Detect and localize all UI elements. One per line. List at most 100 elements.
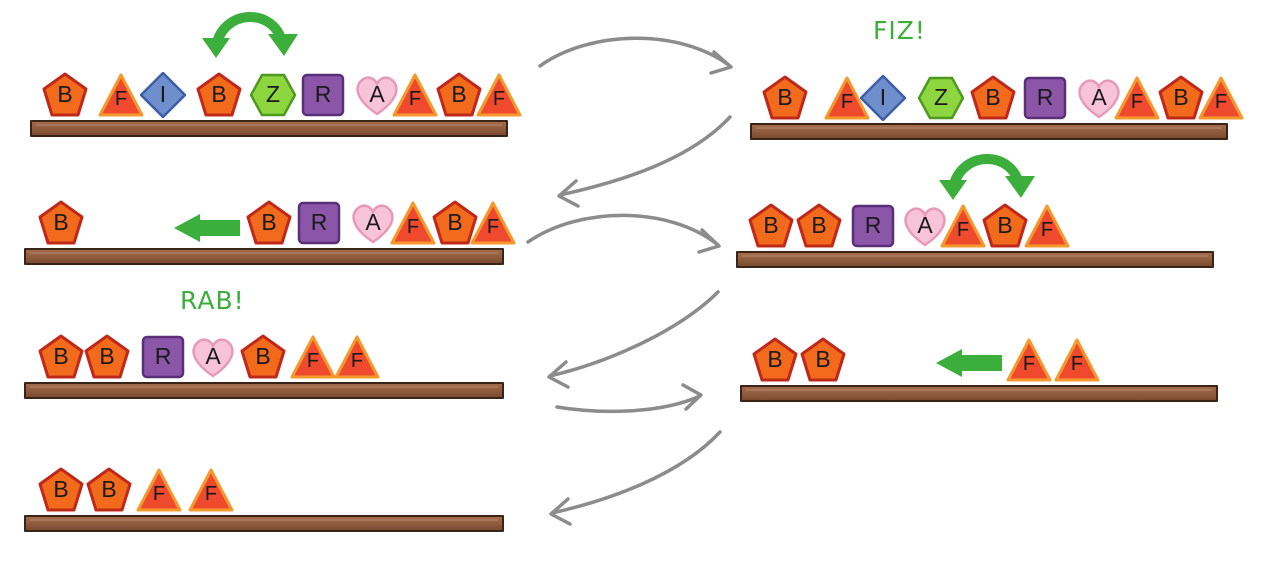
hexagon-icon bbox=[250, 73, 296, 117]
token-s2-1-f: F bbox=[824, 75, 870, 121]
token-letter: B bbox=[101, 476, 117, 502]
token-letter: B bbox=[815, 346, 831, 372]
token-letter: A bbox=[917, 212, 933, 238]
token-s4-2-r: R bbox=[850, 203, 896, 249]
pentagon-icon bbox=[1158, 75, 1204, 120]
token-s3-2-r: R bbox=[296, 200, 342, 246]
pentagon-icon bbox=[240, 334, 286, 379]
token-s3-1-b: B bbox=[246, 200, 292, 246]
token-s3-6-f: F bbox=[470, 200, 516, 246]
token-s5-3-a: A bbox=[190, 334, 236, 380]
token-s3-5-b: B bbox=[432, 200, 478, 246]
token-s1-8-b: B bbox=[436, 72, 482, 118]
square-icon bbox=[301, 73, 345, 117]
token-s4-3-a: A bbox=[902, 203, 948, 249]
heart-icon bbox=[356, 76, 398, 116]
pentagon-icon bbox=[246, 200, 292, 245]
token-s1-5-r: R bbox=[300, 72, 346, 118]
slide-left-arrow-2 bbox=[936, 349, 1002, 377]
token-letter: Z bbox=[933, 84, 949, 110]
triangle-icon bbox=[188, 468, 234, 512]
pentagon-icon bbox=[436, 72, 482, 117]
token-s1-0-b: B bbox=[42, 72, 88, 118]
heart-icon bbox=[192, 338, 234, 378]
token-s7-0-b: B bbox=[38, 467, 84, 513]
token-letter: B bbox=[447, 209, 463, 235]
token-letter: F bbox=[350, 350, 364, 372]
hexagon-icon bbox=[918, 76, 964, 120]
token-s5-4-b: B bbox=[240, 334, 286, 380]
shelf-7 bbox=[24, 515, 504, 532]
square-icon bbox=[141, 335, 185, 379]
token-s2-5-r: R bbox=[1022, 75, 1068, 121]
token-letter: B bbox=[777, 84, 793, 110]
token-letter: F bbox=[840, 91, 854, 113]
square-icon bbox=[297, 201, 341, 245]
token-s5-1-b: B bbox=[84, 334, 130, 380]
token-letter: B bbox=[53, 476, 69, 502]
shelf-6 bbox=[740, 385, 1218, 402]
token-s2-3-z: Z bbox=[918, 75, 964, 121]
token-s5-6-f: F bbox=[334, 334, 380, 380]
triangle-icon bbox=[1024, 204, 1070, 248]
pentagon-icon bbox=[982, 203, 1028, 248]
token-s2-0-b: B bbox=[762, 75, 808, 121]
token-s1-4-z: Z bbox=[250, 72, 296, 118]
pentagon-icon bbox=[38, 467, 84, 512]
token-s1-6-a: A bbox=[354, 72, 400, 118]
heart-icon bbox=[1078, 79, 1120, 119]
shelf-1 bbox=[30, 120, 508, 137]
flow-arrow-6-to-7 bbox=[549, 430, 722, 526]
token-s5-5-f: F bbox=[290, 334, 336, 380]
token-s4-0-b: B bbox=[748, 203, 794, 249]
token-s5-0-b: B bbox=[38, 334, 84, 380]
pentagon-icon bbox=[800, 337, 846, 382]
pentagon-icon bbox=[86, 467, 132, 512]
pentagon-icon bbox=[762, 75, 808, 120]
shelf-3 bbox=[24, 248, 504, 265]
token-letter: F bbox=[306, 350, 320, 372]
triangle-icon bbox=[334, 335, 380, 379]
pentagon-icon bbox=[970, 75, 1016, 120]
token-letter: B bbox=[763, 212, 779, 238]
token-letter: F bbox=[408, 88, 422, 110]
token-letter: B bbox=[99, 343, 115, 369]
token-s6-1-b: B bbox=[800, 337, 846, 383]
token-s6-0-b: B bbox=[752, 337, 798, 383]
rab-label: RAB! bbox=[180, 286, 245, 315]
token-letter: F bbox=[1040, 219, 1054, 241]
token-s3-4-f: F bbox=[390, 200, 436, 246]
token-s3-3-a: A bbox=[350, 200, 396, 246]
token-s6-3-f: F bbox=[1054, 337, 1100, 383]
token-s2-9-f: F bbox=[1198, 75, 1244, 121]
triangle-icon bbox=[392, 73, 438, 117]
token-s1-2-i: I bbox=[140, 72, 186, 118]
token-letter: F bbox=[486, 216, 500, 238]
token-s1-9-f: F bbox=[476, 72, 522, 118]
token-letter: A bbox=[1091, 84, 1107, 110]
swap-arrow-1 bbox=[202, 12, 298, 58]
token-letter: A bbox=[369, 81, 385, 107]
slide-left-arrow-1 bbox=[174, 214, 240, 242]
token-letter: B bbox=[451, 81, 467, 107]
token-letter: F bbox=[1022, 353, 1036, 375]
token-letter: R bbox=[314, 81, 332, 107]
token-letter: B bbox=[57, 81, 73, 107]
token-s6-2-f: F bbox=[1006, 337, 1052, 383]
token-letter: F bbox=[492, 88, 506, 110]
flow-arrow-2-to-3 bbox=[557, 115, 732, 208]
token-s4-1-b: B bbox=[796, 203, 842, 249]
token-s1-1-f: F bbox=[98, 72, 144, 118]
flow-arrow-1-to-2 bbox=[538, 36, 733, 75]
token-letter: I bbox=[159, 81, 167, 107]
token-letter: B bbox=[985, 84, 1001, 110]
token-letter: B bbox=[261, 209, 277, 235]
token-letter: F bbox=[204, 483, 218, 505]
flow-arrow-3-to-4 bbox=[526, 213, 721, 254]
token-letter: F bbox=[956, 219, 970, 241]
pentagon-icon bbox=[42, 72, 88, 117]
token-s7-2-f: F bbox=[136, 467, 182, 513]
token-letter: B bbox=[211, 81, 227, 107]
token-s4-5-b: B bbox=[982, 203, 1028, 249]
